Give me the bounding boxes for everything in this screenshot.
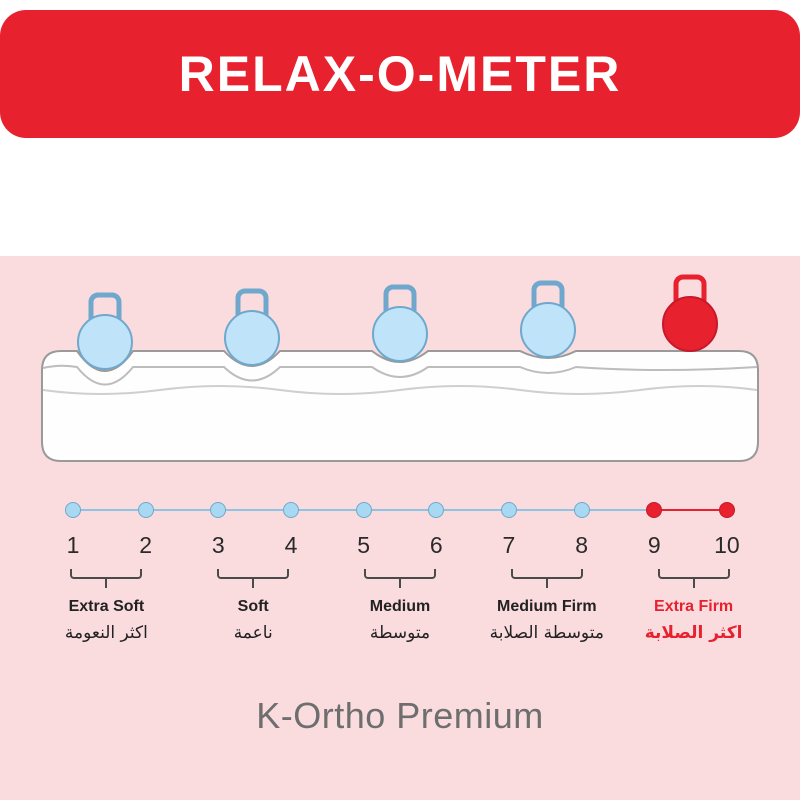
firmness-group-medium: Medium متوسطة bbox=[327, 569, 474, 643]
firmness-group-medium-firm: Medium Firm متوسطة الصلابة bbox=[473, 569, 620, 643]
header-strip: RELAX-O-METER bbox=[0, 0, 800, 138]
mattress-quilt-line-top bbox=[42, 364, 758, 386]
firmness-groups: Extra Soft اكثر النعومة Soft ناعمة Mediu… bbox=[33, 569, 767, 643]
firmness-group-extra-firm: Extra Firm اكثر الصلابة bbox=[620, 569, 767, 643]
scale-number: 2 bbox=[139, 532, 153, 558]
main-content: 1 2 3 4 5 6 7 8 9 10 Extra Soft اكثر الن… bbox=[0, 256, 800, 800]
kettlebell-red bbox=[662, 274, 718, 352]
firmness-label-en: Extra Firm bbox=[654, 598, 734, 615]
scale-dot-7 bbox=[500, 502, 517, 518]
scale-number: 3 bbox=[211, 532, 225, 558]
scale-dot-3 bbox=[210, 502, 227, 518]
firmness-bracket-stem bbox=[692, 579, 695, 588]
mattress-quilt-line-bottom bbox=[42, 385, 758, 395]
mattress bbox=[41, 350, 759, 462]
scale-dot-6 bbox=[428, 502, 445, 518]
firmness-group-soft: Soft ناعمة bbox=[180, 569, 327, 643]
scale-number: 6 bbox=[429, 532, 443, 558]
firmness-bracket bbox=[657, 569, 730, 579]
firmness-bracket bbox=[217, 569, 290, 579]
firmness-scale: 1 2 3 4 5 6 7 8 9 10 bbox=[62, 502, 740, 559]
kettlebell-blue-2 bbox=[224, 288, 280, 366]
firmness-bracket-stem bbox=[252, 579, 255, 588]
kettlebell-blue-4 bbox=[520, 280, 576, 358]
scale-dot-4 bbox=[282, 502, 299, 518]
mattress-illustration bbox=[41, 274, 759, 462]
firmness-label-en: Medium bbox=[369, 598, 431, 615]
firmness-label-ar: اكثر النعومة bbox=[64, 623, 148, 643]
firmness-bracket bbox=[363, 569, 436, 579]
firmness-bracket-stem bbox=[545, 579, 548, 588]
scale-connector-line-red bbox=[655, 509, 728, 511]
scale-number: 5 bbox=[357, 532, 371, 558]
firmness-bracket-stem bbox=[105, 579, 108, 588]
firmness-bracket-stem bbox=[398, 579, 401, 588]
scale-dot-5 bbox=[355, 502, 372, 518]
scale-dot-2 bbox=[137, 502, 154, 518]
firmness-label-ar: ناعمة bbox=[233, 623, 273, 643]
firmness-label-en: Extra Soft bbox=[68, 598, 145, 615]
brand-name: K-Ortho Premium bbox=[256, 695, 544, 736]
scale-dot-10 bbox=[718, 502, 735, 518]
scale-number: 4 bbox=[284, 532, 298, 558]
firmness-label-ar: اكثر الصلابة bbox=[644, 623, 743, 643]
firmness-group-extra-soft: Extra Soft اكثر النعومة bbox=[33, 569, 180, 643]
firmness-label-en: Soft bbox=[237, 598, 269, 615]
page-title: RELAX-O-METER bbox=[178, 46, 622, 102]
scale-dot-row bbox=[62, 502, 738, 518]
scale-number: 10 bbox=[714, 532, 740, 558]
header-banner: RELAX-O-METER bbox=[0, 10, 800, 138]
kettlebell-blue-1 bbox=[77, 292, 133, 370]
firmness-label-en: Medium Firm bbox=[497, 598, 597, 615]
scale-number: 8 bbox=[575, 532, 588, 558]
scale-number: 9 bbox=[647, 532, 661, 558]
scale-dot-1 bbox=[65, 502, 81, 518]
firmness-bracket bbox=[510, 569, 583, 579]
scale-connector-line bbox=[72, 509, 728, 511]
scale-dot-8 bbox=[573, 502, 590, 518]
scale-number: 1 bbox=[66, 532, 80, 558]
firmness-bracket bbox=[70, 569, 143, 579]
scale-number: 7 bbox=[502, 532, 516, 558]
kettlebell-blue-3 bbox=[372, 284, 428, 362]
firmness-label-ar: متوسطة الصلابة bbox=[489, 623, 604, 643]
scale-dot-9 bbox=[646, 502, 663, 518]
firmness-label-ar: متوسطة bbox=[369, 623, 431, 643]
scale-number-row: 1 2 3 4 5 6 7 8 9 10 bbox=[62, 532, 740, 559]
